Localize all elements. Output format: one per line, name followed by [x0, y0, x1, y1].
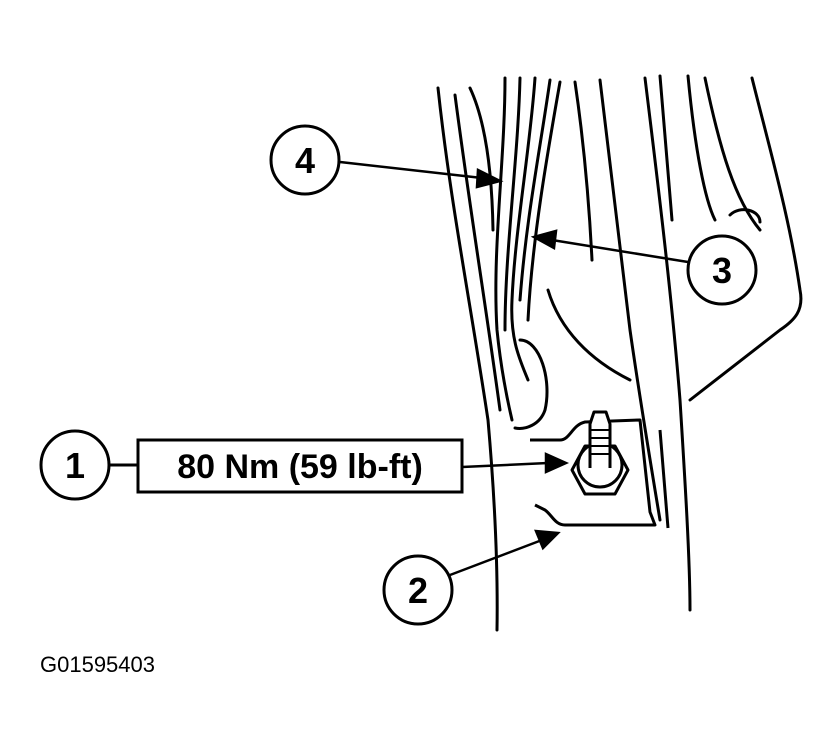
callout-number: 4 [295, 140, 315, 181]
bolt [570, 410, 630, 496]
leader-lines [339, 160, 689, 577]
callout-1: 1 [39, 429, 137, 501]
callout-number: 2 [408, 570, 428, 611]
torque-spec-label: 80 Nm (59 lb-ft) [177, 448, 423, 486]
callout-circle [686, 234, 758, 306]
callout-2: 2 [382, 554, 454, 626]
callout-4: 4 [269, 124, 341, 196]
callout-number: 3 [712, 250, 732, 291]
pillar-structure [436, 74, 803, 632]
callout-3: 3 [686, 234, 758, 306]
mounting-bracket [530, 418, 670, 529]
callout-circle [269, 124, 341, 196]
callout-number: 1 [65, 445, 85, 486]
torque-spec-box: 80 Nm (59 lb-ft) [136, 438, 464, 494]
figure-id: G01595403 [40, 652, 155, 677]
callout-circle [382, 554, 454, 626]
